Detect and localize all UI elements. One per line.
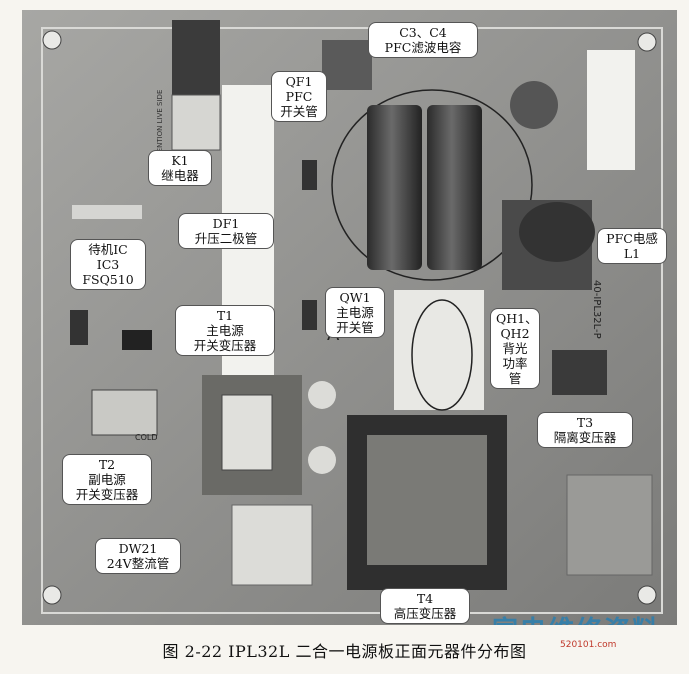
circuit-board-drawing: 40-IPL32L-P A COLD ATTENTION LIVE SIDE bbox=[22, 10, 677, 625]
watermark-text: 家电维修资料网 bbox=[492, 610, 677, 625]
watermark-url: 520101.com bbox=[560, 640, 617, 650]
board-model-text: 40-IPL32L-P bbox=[591, 280, 602, 339]
figure-caption: 图 2-22 IPL32L 二合一电源板正面元器件分布图 bbox=[162, 642, 527, 661]
board-cold-text: COLD bbox=[135, 433, 158, 442]
board-attention-text: ATTENTION LIVE SIDE bbox=[156, 90, 164, 165]
power-board-photo: 40-IPL32L-P A COLD ATTENTION LIVE SIDE C… bbox=[22, 10, 677, 625]
